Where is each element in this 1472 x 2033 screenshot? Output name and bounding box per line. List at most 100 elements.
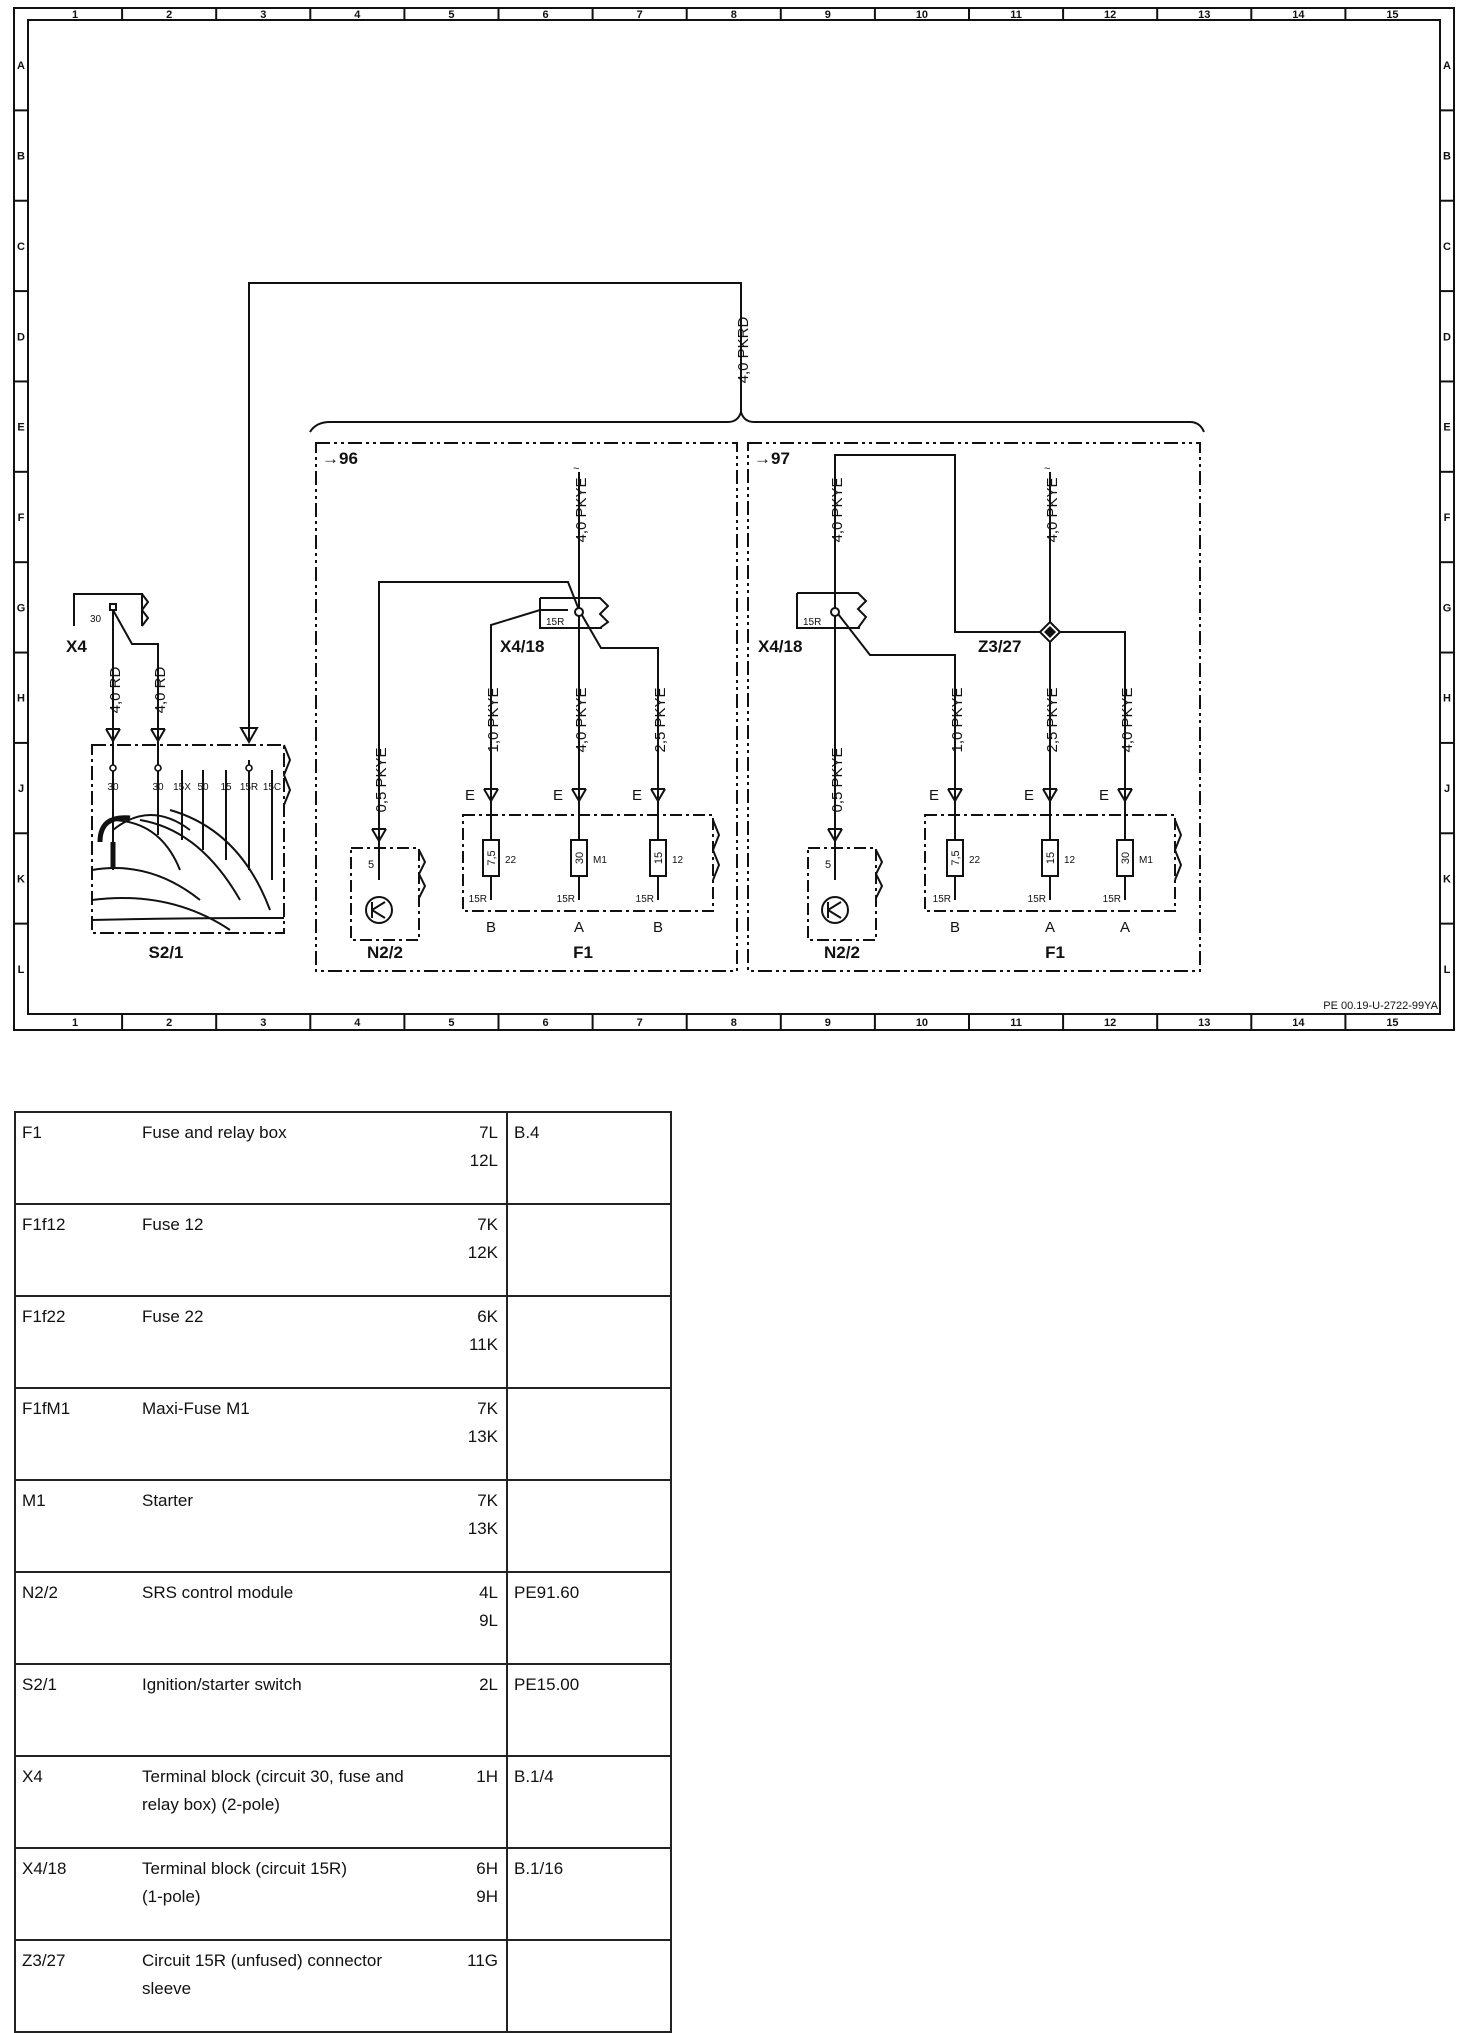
fuse-15r-4: 15R — [1028, 894, 1046, 905]
svg-text:0,5 PKYE: 0,5 PKYE — [829, 747, 846, 812]
fuse-rating-1: 30 — [574, 852, 586, 864]
switch-terminal-2: 15X — [173, 782, 191, 793]
legend-reference — [506, 1939, 672, 2033]
x4-pin-30: 30 — [90, 614, 102, 625]
svg-text:1,0 PKYE: 1,0 PKYE — [949, 687, 966, 752]
grid-col-bottom-14: 14 — [1292, 1017, 1305, 1029]
fuse-conn-e-5: E — [1099, 787, 1109, 804]
x4-18-right-15r: 15R — [803, 617, 821, 628]
fuse-rating-0: 7,5 — [486, 850, 498, 865]
legend-code: F1fM1 — [14, 1387, 136, 1481]
fuse-conn-e-3: E — [929, 787, 939, 804]
wire-label-r-m1: 4,0 PKYE — [1119, 687, 1136, 752]
section-97-box — [747, 442, 1201, 972]
legend-code: F1 — [14, 1111, 136, 1205]
fuse-15r-2: 15R — [636, 894, 654, 905]
grid-row-left-A: A — [17, 60, 25, 72]
grid-row-left-G: G — [17, 602, 26, 614]
grid-col-bottom-15: 15 — [1386, 1017, 1398, 1029]
n2-2-right-pin: 5 — [825, 859, 831, 871]
fuse-socket-1: A — [574, 919, 584, 936]
fuse-15r-1: 15R — [557, 894, 575, 905]
n2-2-left-module — [350, 802, 427, 941]
legend-code: Z3/27 — [14, 1939, 136, 2033]
n2-2-left-conn — [371, 820, 387, 850]
wire-label-r-f22: 1,0 PKYE — [949, 687, 966, 752]
svg-text:1,0 PKYE: 1,0 PKYE — [485, 687, 502, 752]
grid-col-bottom-5: 5 — [448, 1017, 454, 1029]
fuse-rating-3: 7,5 — [950, 850, 962, 865]
grid-row-right-H: H — [1443, 693, 1451, 705]
legend-description: Maxi-Fuse M1 — [136, 1387, 448, 1481]
fuse-conn-5 — [1117, 780, 1133, 810]
grid-row-right-G: G — [1443, 602, 1452, 614]
legend-reference: B.1/4 — [506, 1755, 672, 1849]
svg-text:4,0 RD: 4,0 RD — [152, 666, 169, 713]
z3-27-label: Z3/27 — [978, 637, 1021, 656]
fuse-conn-3 — [947, 780, 963, 810]
x4-18-left-block — [539, 597, 610, 629]
x4-wire-a-label: 4,0 RD — [107, 666, 124, 713]
x4-wire-b-label: 4,0 RD — [152, 666, 169, 713]
switch-terminal-1: 30 — [152, 782, 164, 793]
section-96-box — [315, 442, 738, 972]
section-97-label: →97 — [754, 449, 790, 468]
legend-description: SRS control module — [136, 1571, 448, 1665]
wire-label-r-f12: 2,5 PKYE — [1044, 687, 1061, 752]
section-brace — [309, 408, 1205, 433]
grid-col-bottom-10: 10 — [916, 1017, 928, 1029]
legend-location: 11G — [448, 1939, 507, 2033]
grid-row-right-E: E — [1443, 422, 1450, 434]
grid-col-top-2: 2 — [166, 9, 172, 21]
legend-code: F1f12 — [14, 1203, 136, 1297]
legend-description: Fuse 22 — [136, 1295, 448, 1389]
wire-label-r-feed2: 4,0 PKYE — [1044, 477, 1061, 542]
legend-reference — [506, 1387, 672, 1481]
grid-row-right-K: K — [1443, 873, 1451, 885]
fuse-number-1: M1 — [593, 855, 607, 866]
f1-left-box — [462, 814, 721, 912]
wiring-diagram: 1122334455667788991010111112121313141415… — [13, 7, 1455, 1031]
svg-text:4,0 PKRD: 4,0 PKRD — [735, 316, 752, 383]
x4-18-left-15r: 15R — [546, 617, 564, 628]
legend-reference — [506, 1479, 672, 1573]
grid-col-bottom-3: 3 — [260, 1017, 266, 1029]
frame-inner — [27, 19, 1441, 1015]
s2-1-label: S2/1 — [149, 943, 184, 962]
fuse-conn-e-0: E — [465, 787, 475, 804]
grid-row-right-A: A — [1443, 60, 1451, 72]
grid-col-bottom-4: 4 — [354, 1017, 361, 1029]
legend-reference: PE91.60 — [506, 1571, 672, 1665]
grid-col-top-4: 4 — [354, 9, 361, 21]
grid-labels: 1122334455667788991010111112121313141415… — [17, 9, 1452, 1029]
legend-code: N2/2 — [14, 1571, 136, 1665]
fuse-15r-3: 15R — [933, 894, 951, 905]
grid-col-bottom-12: 12 — [1104, 1017, 1116, 1029]
fuse-conn-1 — [571, 780, 587, 810]
f1-left-label: F1 — [573, 943, 593, 962]
legend-code: X4 — [14, 1755, 136, 1849]
fuse-conn-4 — [1042, 780, 1058, 810]
n2-2-right-label: N2/2 — [824, 943, 860, 962]
fuse-rating-4: 15 — [1045, 852, 1057, 864]
legend-description: Terminal block (circuit 15R)(1-pole) — [136, 1847, 448, 1941]
wire-label-r-feed1: 4,0 PKYE — [829, 477, 846, 542]
fuse-rating-5: 30 — [1120, 852, 1132, 864]
grid-col-top-10: 10 — [916, 9, 928, 21]
svg-text:4,0 PKYE: 4,0 PKYE — [1044, 477, 1061, 542]
grid-col-bottom-8: 8 — [731, 1017, 737, 1029]
fuse-conn-e-2: E — [632, 787, 642, 804]
legend-reference: B.1/16 — [506, 1847, 672, 1941]
legend-description: Ignition/starter switch — [136, 1663, 448, 1757]
grid-row-left-B: B — [17, 151, 25, 163]
